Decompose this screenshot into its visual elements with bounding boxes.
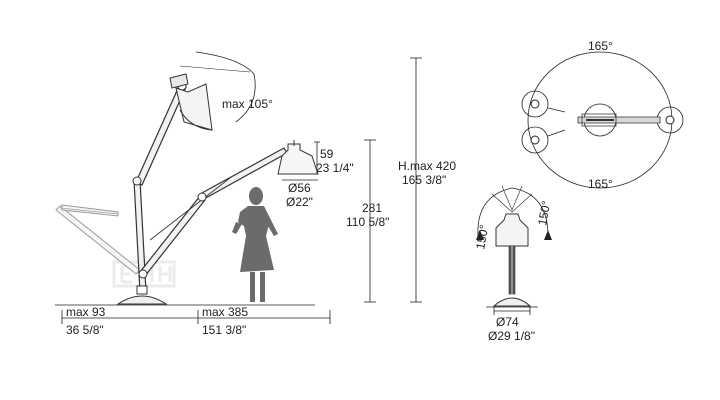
max-height-dimension [410, 57, 422, 303]
shade-diameter-in: Ø22" [286, 195, 313, 209]
lamp-height-in: 110 5/8" [346, 215, 389, 229]
shade-diameter-mm: Ø56 [288, 181, 311, 195]
tilt-arc [195, 51, 256, 123]
base-reach-in: 36 5/8" [66, 323, 104, 337]
lamp-height-mm: 281 [362, 201, 382, 215]
arm-reach-mm: max 385 [202, 305, 248, 319]
base-diameter-mm: Ø74 [496, 315, 519, 329]
top-rotation-lower: 165° [588, 177, 613, 191]
shade-height-in: 23 1/4" [316, 161, 354, 175]
lamp-head-right [277, 140, 319, 175]
person-silhouette-icon [232, 187, 278, 302]
tilt-angle-label: max 105° [222, 97, 273, 111]
top-rotation-upper: 165° [588, 39, 613, 53]
shade-dimension-lines [282, 141, 320, 181]
horizontal-dimension [61, 310, 331, 324]
max-height-in: 165 3/8" [402, 173, 446, 187]
lamp-height-dimension [364, 139, 376, 303]
tilt-left-angle: 150° [473, 223, 491, 250]
tilt-right-angle: 150° [535, 199, 553, 226]
lamp-base [116, 285, 168, 305]
max-height-mm: H.max 420 [398, 159, 456, 173]
floor-lamp-icon [55, 51, 319, 305]
lamp-top-view-icon [521, 51, 684, 189]
lamp-head-upper [169, 73, 213, 131]
lamp-ghost-position-low [55, 204, 141, 275]
arm-reach-in: 151 3/8" [202, 323, 246, 337]
shade-height-mm: 59 [320, 147, 334, 161]
table-lamp-icon [476, 185, 552, 315]
base-reach-mm: max 93 [66, 305, 106, 319]
base-diameter-in: Ø29 1/8" [488, 329, 535, 343]
